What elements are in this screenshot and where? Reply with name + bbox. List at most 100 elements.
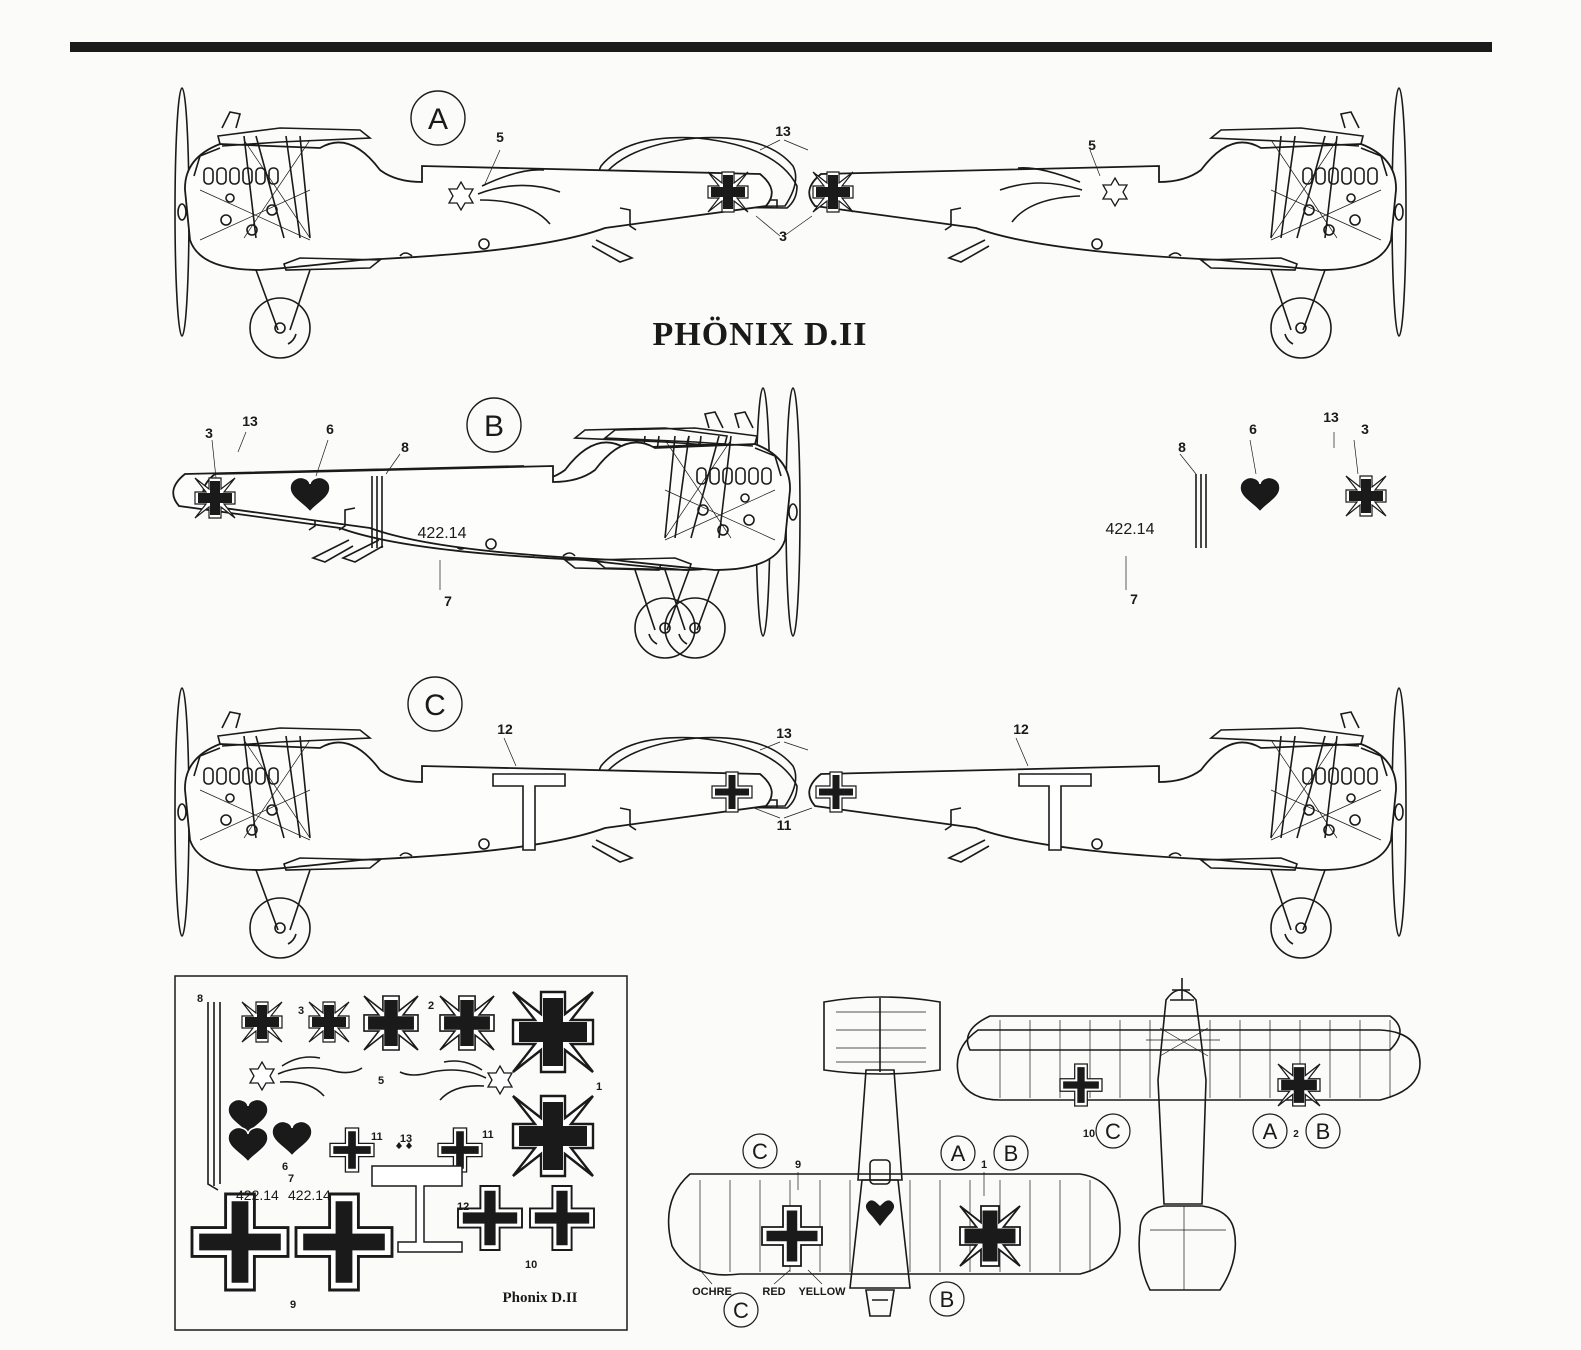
scheme-b-right-iron-cross xyxy=(1345,475,1387,517)
decal-5-star xyxy=(487,1065,513,1095)
callout-13: 13 xyxy=(776,725,792,741)
color-yellow: YELLOW xyxy=(798,1286,846,1298)
callout-13: 13 xyxy=(1323,409,1339,425)
callout-5: 5 xyxy=(496,129,504,145)
plan-marker-b-bottom: B xyxy=(929,1281,965,1317)
svg-text:A: A xyxy=(951,1141,966,1166)
svg-text:B: B xyxy=(1004,1141,1019,1166)
decal-label-6: 6 xyxy=(282,1161,288,1173)
color-ochre: OCHRE xyxy=(692,1286,732,1298)
plan-callout-1: 1 xyxy=(981,1159,987,1171)
header-bar xyxy=(70,42,1492,52)
plan-callout-9: 9 xyxy=(795,1159,801,1171)
decal-1-cross xyxy=(511,1094,595,1178)
scheme-a-marker: A xyxy=(410,90,466,146)
decal-label-5: 5 xyxy=(378,1075,384,1087)
callout-8: 8 xyxy=(1178,439,1186,455)
decal-3-cross xyxy=(308,1001,350,1043)
scheme-b-profiles xyxy=(172,387,1387,659)
decal-label-10: 10 xyxy=(525,1259,537,1271)
serial-number-right: 422.14 xyxy=(1106,521,1155,538)
plan-view-lower xyxy=(667,996,1121,1317)
callout-13: 13 xyxy=(775,123,791,139)
decal-3-cross xyxy=(241,1001,283,1043)
callout-8: 8 xyxy=(401,439,409,455)
decal-label-7: 7 xyxy=(288,1173,294,1185)
scheme-a-left-iron-cross xyxy=(707,171,749,213)
svg-text:A: A xyxy=(428,103,448,136)
scheme-b-marker: B xyxy=(466,397,522,453)
scheme-c-marker: C xyxy=(407,676,463,732)
decal-2-cross xyxy=(363,995,419,1051)
plan-marker-a: A xyxy=(940,1135,976,1171)
callout-6: 6 xyxy=(1249,421,1257,437)
callout-7: 7 xyxy=(1130,591,1138,607)
svg-text:C: C xyxy=(752,1139,768,1164)
color-red: RED xyxy=(762,1286,785,1298)
scheme-a-right-iron-cross xyxy=(812,171,854,213)
decal-1-cross xyxy=(511,990,595,1074)
plan-view-upper xyxy=(956,978,1421,1291)
decal-10-balkenkreuz xyxy=(457,1185,523,1251)
decal-11-balkenkreuz xyxy=(329,1127,375,1173)
callout-3: 3 xyxy=(779,228,787,244)
scheme-c-profiles xyxy=(174,687,1407,959)
decal-label-11: 11 xyxy=(482,1129,494,1141)
callout-12: 12 xyxy=(497,721,513,737)
decal-label-11: 11 xyxy=(371,1131,383,1143)
decal-serial-1: 422.14 xyxy=(236,1187,279,1203)
decal-5-star xyxy=(249,1061,275,1091)
decal-6-heart xyxy=(227,1126,269,1163)
svg-text:C: C xyxy=(424,689,446,722)
decal-label-2: 2 xyxy=(428,1000,434,1012)
scheme-a-right-profile xyxy=(808,87,1407,359)
plan-callout-2: 2 xyxy=(1293,1129,1299,1140)
decal-9-balkenkreuz xyxy=(190,1192,290,1292)
decal-9-balkenkreuz xyxy=(294,1192,394,1292)
callout-11: 11 xyxy=(777,817,792,833)
scheme-c-left-profile xyxy=(174,687,773,959)
decal-label-3: 3 xyxy=(298,1005,304,1017)
plan-marker-c-top: C xyxy=(742,1133,778,1169)
decal-2-cross xyxy=(439,995,495,1051)
callout-3: 3 xyxy=(205,425,213,441)
svg-text:B: B xyxy=(940,1287,955,1312)
decal-8-band xyxy=(207,1002,221,1191)
svg-text:B: B xyxy=(1316,1119,1331,1144)
decal-sheet-title: Phonix D.II xyxy=(502,1290,577,1306)
scheme-b-right-heart xyxy=(1239,476,1281,513)
plan-marker-c-bottom: C xyxy=(723,1292,759,1328)
plan-marker-a-upper: A xyxy=(1252,1113,1288,1149)
plan-upper-iron-cross xyxy=(1277,1063,1321,1107)
decal-12-t xyxy=(371,1165,463,1253)
decal-label-13: 13 xyxy=(400,1133,412,1145)
scheme-c-right-profile xyxy=(808,687,1407,959)
callout-12: 12 xyxy=(1013,721,1029,737)
plan-marker-b: B xyxy=(993,1135,1029,1171)
callout-3: 3 xyxy=(1361,421,1369,437)
decal-sheet xyxy=(174,975,628,1331)
decal-label-9: 9 xyxy=(290,1299,296,1311)
scheme-b-left-iron-cross xyxy=(194,477,236,519)
plan-lower-iron-cross xyxy=(959,1205,1021,1267)
callout-5: 5 xyxy=(1088,137,1096,153)
callout-6: 6 xyxy=(326,421,334,437)
callout-13: 13 xyxy=(242,413,258,429)
decal-6-heart xyxy=(271,1120,313,1157)
plan-lower-balkenkreuz xyxy=(761,1205,823,1267)
scheme-b-right-band xyxy=(1195,474,1207,548)
svg-text:C: C xyxy=(733,1298,749,1323)
plan-heart xyxy=(865,1200,895,1226)
page-title: PHÖNIX D.II xyxy=(652,316,867,353)
decal-10-balkenkreuz xyxy=(529,1185,595,1251)
decal-serial-2: 422.14 xyxy=(288,1187,331,1203)
plan-marker-c-upper: C xyxy=(1095,1113,1131,1149)
decal-label-8: 8 xyxy=(197,993,203,1005)
scheme-a-profiles xyxy=(174,87,1407,359)
decal-label-12: 12 xyxy=(457,1201,469,1213)
svg-text:B: B xyxy=(484,410,504,443)
plan-callout-10: 10 xyxy=(1083,1128,1095,1140)
serial-number-left: 422.14 xyxy=(418,525,467,542)
callout-7: 7 xyxy=(444,593,452,609)
